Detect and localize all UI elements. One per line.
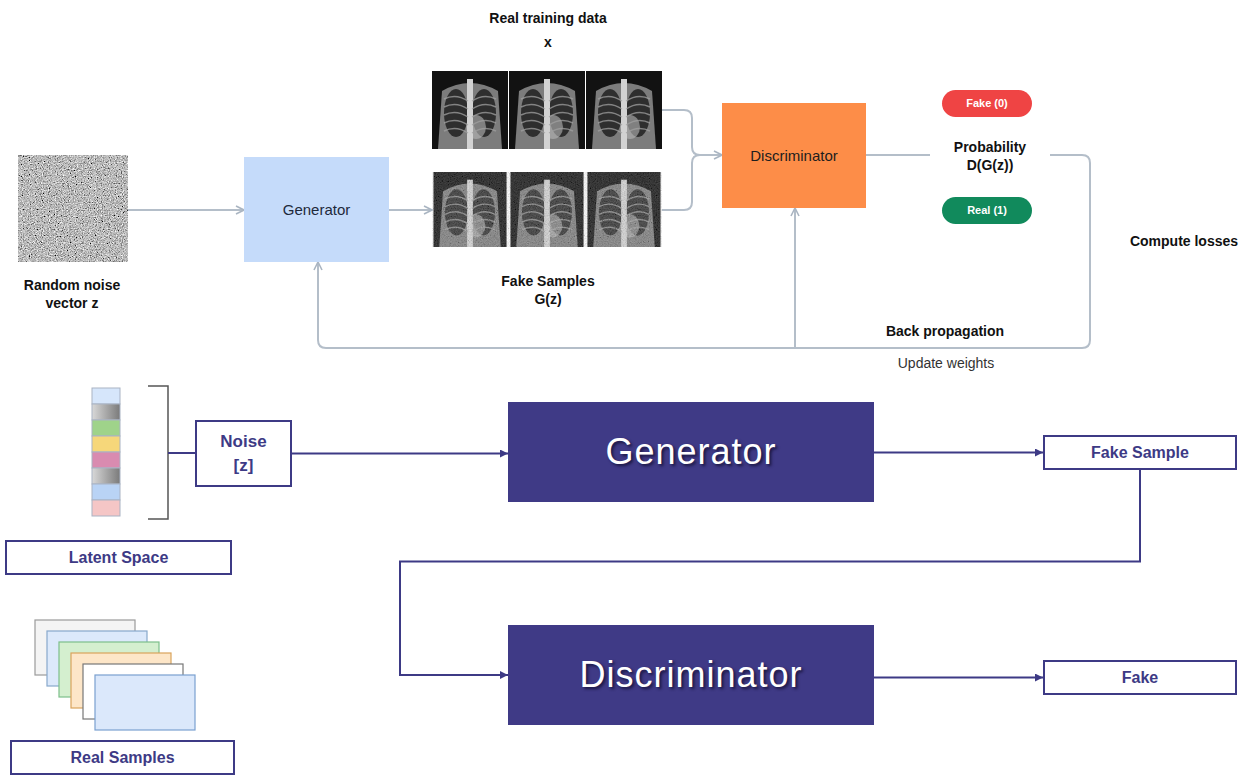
node-text: Real Samples: [70, 748, 174, 767]
probability-label: Probability D(G(z)): [930, 138, 1051, 174]
section-heading: Real training data x: [484, 6, 612, 54]
input-label: Random noise vector z: [16, 276, 128, 312]
real-xray-images: [432, 71, 662, 149]
discriminator-block: Discriminator: [508, 625, 874, 725]
step-note: Update weights: [898, 354, 995, 372]
noise-box: Noise [z]: [195, 420, 292, 487]
flow-arrow: [292, 453, 508, 455]
noise-image: [18, 155, 128, 262]
latent-vector: [92, 388, 120, 516]
bracket: [148, 386, 168, 519]
real-pill: Real (1): [942, 197, 1032, 224]
node-text: Generator: [283, 201, 351, 219]
output-box: Fake: [1043, 660, 1237, 695]
generator-block: Generator: [508, 402, 874, 502]
discriminator-box: Discriminator: [722, 103, 866, 208]
flow-arrow: [874, 452, 1043, 454]
caption-box: Latent Space: [5, 540, 232, 575]
node-text: Discriminator: [579, 653, 802, 696]
caption-box: Real Samples: [10, 740, 235, 775]
fake-pill: Fake (0): [942, 90, 1032, 117]
generator-box: Generator: [244, 157, 389, 262]
real-samples-stack: [35, 620, 195, 730]
node-text: Fake (0): [966, 97, 1008, 110]
flow-arrow: [874, 677, 1043, 679]
flow-lines: [128, 110, 1090, 348]
node-text: Fake Sample: [1091, 443, 1189, 462]
fake-xray-images: [432, 172, 662, 247]
node-text: Real (1): [967, 204, 1007, 217]
node-text: Fake: [1122, 668, 1158, 687]
bracket-wire: [168, 452, 195, 454]
node-text: Latent Space: [69, 548, 169, 567]
output-box: Fake Sample: [1043, 435, 1237, 470]
step-label: Back propagation: [886, 322, 1004, 340]
output-label: Fake Samples G(z): [487, 272, 610, 308]
node-text: Generator: [605, 430, 776, 473]
node-text: Discriminator: [750, 147, 838, 165]
step-label: Compute losses: [1130, 232, 1238, 250]
node-text: Noise [z]: [209, 430, 278, 478]
